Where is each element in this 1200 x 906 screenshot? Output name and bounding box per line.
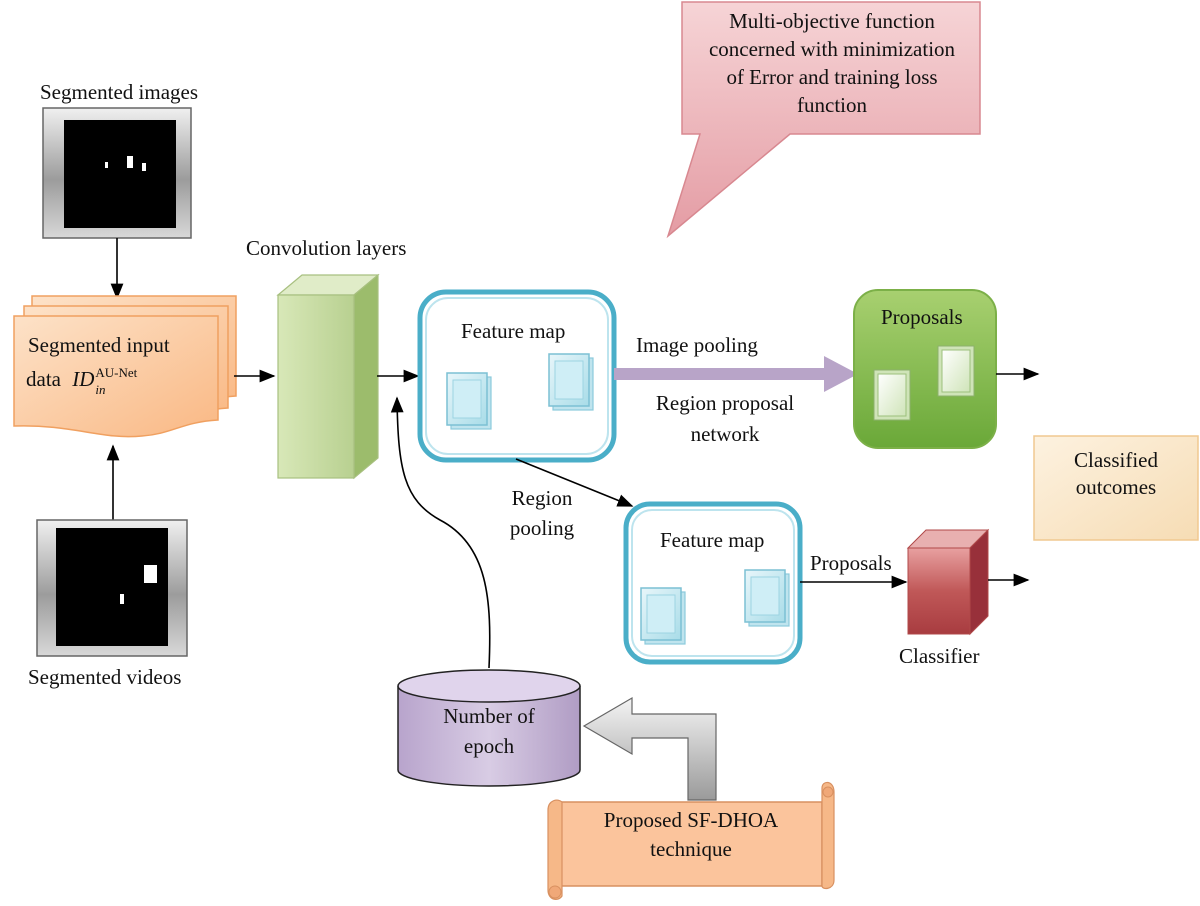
convolution-label: Convolution layers [246,236,407,260]
callout-line2: concerned with minimization [708,36,956,61]
epoch-label: Number of epoch [398,704,580,759]
sfdhoa-line2: technique [650,837,732,862]
classified-outcomes-label: Classified outcomes [1034,448,1198,500]
callout-line1: Multi-objective function [729,9,935,33]
sfdhoa-scroll [547,781,835,900]
input-data-line1: Segmented input [28,333,170,357]
input-data-symbol: ID [72,367,95,391]
sfdhoa-label: Proposed SF-DHOA technique [562,808,820,862]
convolution-layers-block [276,273,380,480]
mini-map-icon [548,353,594,411]
mini-map-icon [744,569,790,627]
feature-map-top-label: Feature map [461,319,566,343]
classifier-block [906,528,990,636]
arrow-sfdhoa-to-epoch [582,696,717,801]
callout-line4: function [797,92,867,117]
region-pooling-line1: Region [511,486,573,510]
feature-map-bottom-label: Feature map [660,528,765,552]
proposals-box-label: Proposals [881,305,963,329]
objective-callout [666,1,981,239]
feature-map-top [417,289,617,463]
mini-map-icon [446,372,492,430]
mini-map-icon [640,587,686,645]
feature-map-bottom [623,501,803,665]
classified-outcomes-box [1033,435,1199,541]
rpn-label: Region proposal network [644,391,806,447]
region-pooling-line2: pooling [509,516,575,541]
image-pooling-arrow [614,356,858,392]
proposals-arrow-label: Proposals [810,551,892,575]
epoch-cylinder [397,669,581,787]
classifier-label: Classifier [899,644,980,668]
segmented-images-thumbnail [42,107,192,239]
region-pooling-label: Region pooling [502,486,582,541]
rpn-label-line2: network [690,422,760,447]
input-data-prefix: data [26,367,61,391]
classified-line2: outcomes [1075,475,1157,500]
epoch-line2: epoch [463,734,515,759]
image-pooling-label: Image pooling [636,333,758,357]
input-data-subscript: in [95,382,106,398]
proposals-box [853,289,997,449]
segmented-images-label: Segmented images [40,80,199,104]
arrow-region-pooling [515,458,634,507]
callout-text: Multi-objective function concerned with … [684,8,980,120]
input-data-superscript: AU-Net [95,365,138,381]
segmented-videos-thumbnail [36,519,188,657]
epoch-line1: Number of [443,704,535,728]
classified-line1: Classified [1074,448,1158,472]
segmented-input-data-block [13,295,237,438]
mini-map-icon [937,345,975,397]
sfdhoa-line1: Proposed SF-DHOA [603,808,779,832]
rpn-label-line1: Region proposal [655,391,795,415]
arrow-epoch-to-conv [390,396,491,669]
segmented-videos-label: Segmented videos [28,665,182,689]
callout-line3: of Error and training loss [726,64,938,89]
mini-map-icon [873,369,911,421]
